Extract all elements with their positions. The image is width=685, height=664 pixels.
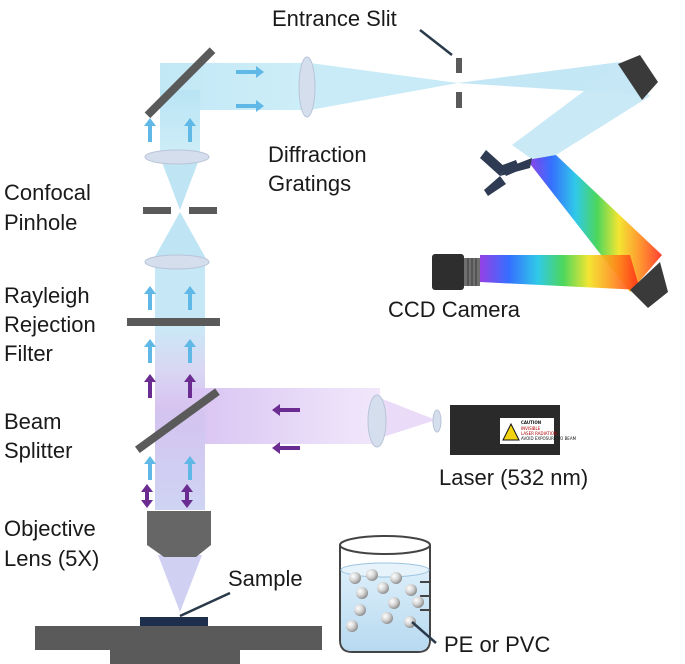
laser-label: Laser (532 nm) <box>439 465 589 490</box>
beaker <box>339 535 437 653</box>
slit-top <box>456 58 462 73</box>
objective-lens <box>147 511 211 557</box>
beam-splitter-label-line2: Splitter <box>4 438 73 463</box>
laser-small-lens <box>432 409 442 433</box>
slit-pointer <box>419 29 453 56</box>
collection-beam-vertical <box>152 90 208 410</box>
laser-lens <box>367 394 387 448</box>
slit-bottom <box>456 92 462 108</box>
laser-source <box>450 405 560 455</box>
purple-arrows <box>141 374 300 508</box>
spectrometer-mirror-top <box>618 55 658 100</box>
laser-warning-line2: LASER RADIATION <box>521 431 557 436</box>
confocal-label-line2: Pinhole <box>4 210 78 235</box>
objective-label-line1: Objective <box>4 516 96 541</box>
entrance-slit-label: Entrance Slit <box>272 6 397 31</box>
focusing-lens <box>298 56 316 118</box>
blue-arrows <box>144 66 264 480</box>
sample-beam <box>155 410 205 612</box>
laser-warning-line3: AVOID EXPOSURE TO BEAM <box>521 436 577 441</box>
pinhole-right <box>189 207 217 214</box>
spectrometer-mirror-bottom <box>630 262 668 308</box>
laser-warning-title: CAUTION <box>521 420 542 425</box>
confocal-label-line1: Confocal <box>4 180 91 205</box>
objective-label-line2: Lens (5X) <box>4 546 100 571</box>
sample-stage <box>35 591 322 664</box>
diffraction-grating <box>480 150 532 196</box>
ccd-camera-label: CCD Camera <box>388 297 521 322</box>
pinhole-left <box>143 207 171 214</box>
pe-pointer <box>411 621 437 644</box>
rayleigh-label-line3: Filter <box>4 341 53 366</box>
sample-slide <box>140 617 208 626</box>
lower-tube-lens <box>144 254 210 270</box>
rayleigh-label-line1: Rayleigh <box>4 283 90 308</box>
top-mirror <box>144 47 216 119</box>
ccd-camera <box>432 254 480 290</box>
laser-warning-line1: INVISIBLE <box>521 426 541 431</box>
spectrometer-beams <box>480 64 662 292</box>
sample-pointer <box>179 591 231 618</box>
laser-beam <box>190 388 436 444</box>
rayleigh-label-line2: Rejection <box>4 312 96 337</box>
upper-tube-lens <box>144 149 210 165</box>
diffraction-label-line2: Gratings <box>268 171 352 196</box>
pe-pvc-label: PE or PVC <box>444 632 551 657</box>
rayleigh-filter <box>127 318 220 326</box>
beam-splitter-label-line1: Beam <box>4 409 62 434</box>
sample-label: Sample <box>228 566 303 591</box>
diffraction-label-line1: Diffraction <box>268 142 367 167</box>
beam-splitter <box>135 388 220 454</box>
